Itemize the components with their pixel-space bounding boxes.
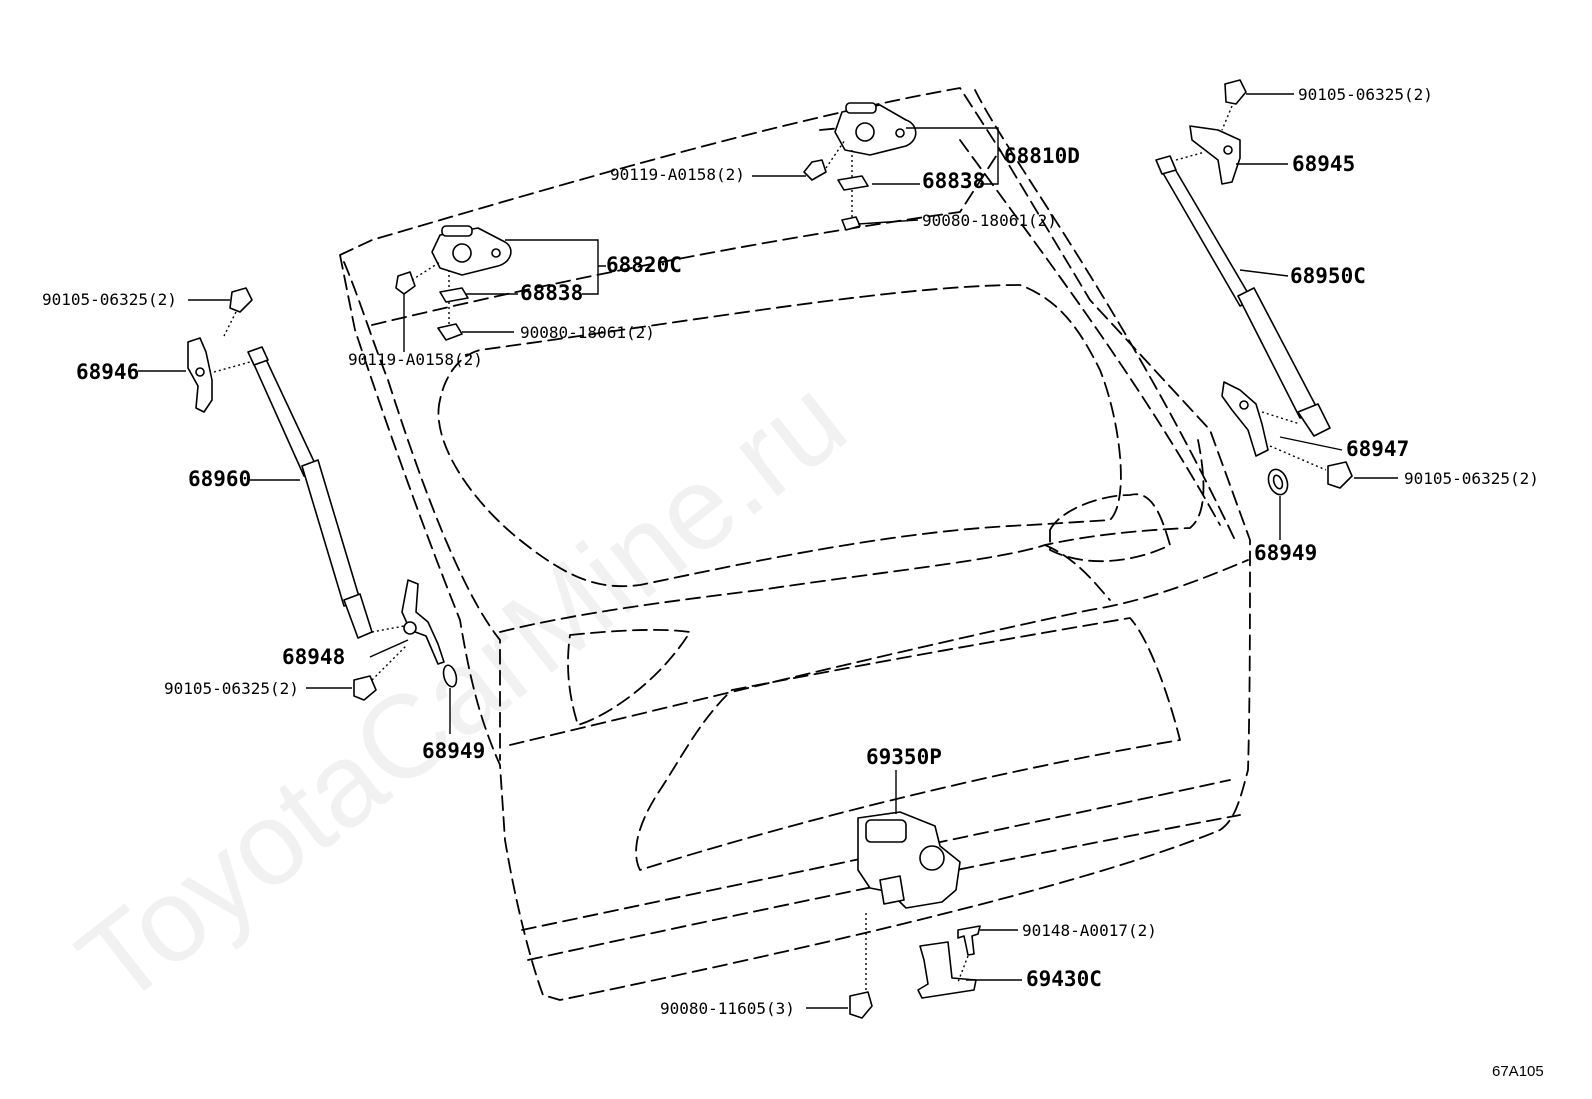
label-hinge-left: 68820C: [606, 253, 682, 277]
label-bolt-top-right: 90105-06325(2): [1298, 85, 1433, 104]
label-lock: 69350P: [866, 745, 942, 769]
label-nut-hinge-right: 90080-18061(2): [922, 211, 1057, 230]
bolt-low-left-part: [353, 675, 377, 701]
bracket-top-right-part: [1175, 79, 1247, 185]
cushion-right-part: [1267, 468, 1289, 496]
cushion-left-part: [442, 664, 458, 688]
label-stay-left: 68960: [188, 467, 251, 491]
bolt-top-right-part: [1224, 79, 1247, 105]
label-bracket-top-right: 68945: [1292, 152, 1355, 176]
lock-part: [849, 811, 961, 1019]
bolt-hinge-right-part: [803, 159, 827, 181]
label-bolt-hinge-right: 90119-A0158(2): [610, 165, 745, 184]
hinge-left-part: [395, 225, 512, 341]
label-striker: 69430C: [1026, 967, 1102, 991]
label-cushion-right: 68949: [1254, 541, 1317, 565]
shim-right-part: [837, 175, 869, 191]
bolt-top-left-part: [229, 287, 253, 313]
shim-left-part: [439, 287, 469, 303]
leader-lines: [138, 93, 1398, 1009]
diagram-code: 67A105: [1492, 1063, 1544, 1080]
nut-hinge-right-part: [841, 216, 861, 231]
part-labels: 68810D 68838 90119-A0158(2) 90080-18061(…: [42, 85, 1539, 1018]
striker-part: [917, 925, 981, 999]
label-hinge-right: 68810D: [1004, 144, 1080, 168]
nut-hinge-left-part: [437, 323, 463, 341]
label-bolt-top-left: 90105-06325(2): [42, 290, 177, 309]
bolt-mid-right-part: [1327, 461, 1353, 489]
hinge-right-part: [803, 102, 917, 231]
label-bolt-hinge-left: 90119-A0158(2): [348, 350, 483, 369]
label-screw-striker: 90148-A0017(2): [1022, 921, 1157, 940]
bolt-hinge-left-part: [395, 271, 416, 295]
bracket-low-left-part: [353, 579, 445, 701]
stay-right-part: [1155, 155, 1331, 437]
label-bracket-top-left: 68946: [76, 360, 139, 384]
label-bolt-low-left: 90105-06325(2): [164, 679, 299, 698]
label-shim-2: 68838: [520, 281, 583, 305]
bolt-lock-part: [849, 991, 873, 1019]
stay-left-part: [247, 346, 373, 639]
label-bolt-mid-right: 90105-06325(2): [1404, 469, 1539, 488]
screw-striker-part: [957, 925, 981, 956]
label-bracket-low-left: 68948: [282, 645, 345, 669]
label-stay-right: 68950C: [1290, 264, 1366, 288]
label-cushion-left: 68949: [422, 739, 485, 763]
back-door-outline: [339, 87, 1251, 1001]
label-shim-1: 68838: [922, 169, 985, 193]
label-bolt-lock: 90080-11605(3): [660, 999, 795, 1018]
label-bracket-low-right: 68947: [1346, 437, 1409, 461]
bracket-low-right-part: [1221, 381, 1353, 489]
label-nut-hinge-left: 90080-18061(2): [520, 323, 655, 342]
bracket-top-left-part: [187, 287, 253, 413]
